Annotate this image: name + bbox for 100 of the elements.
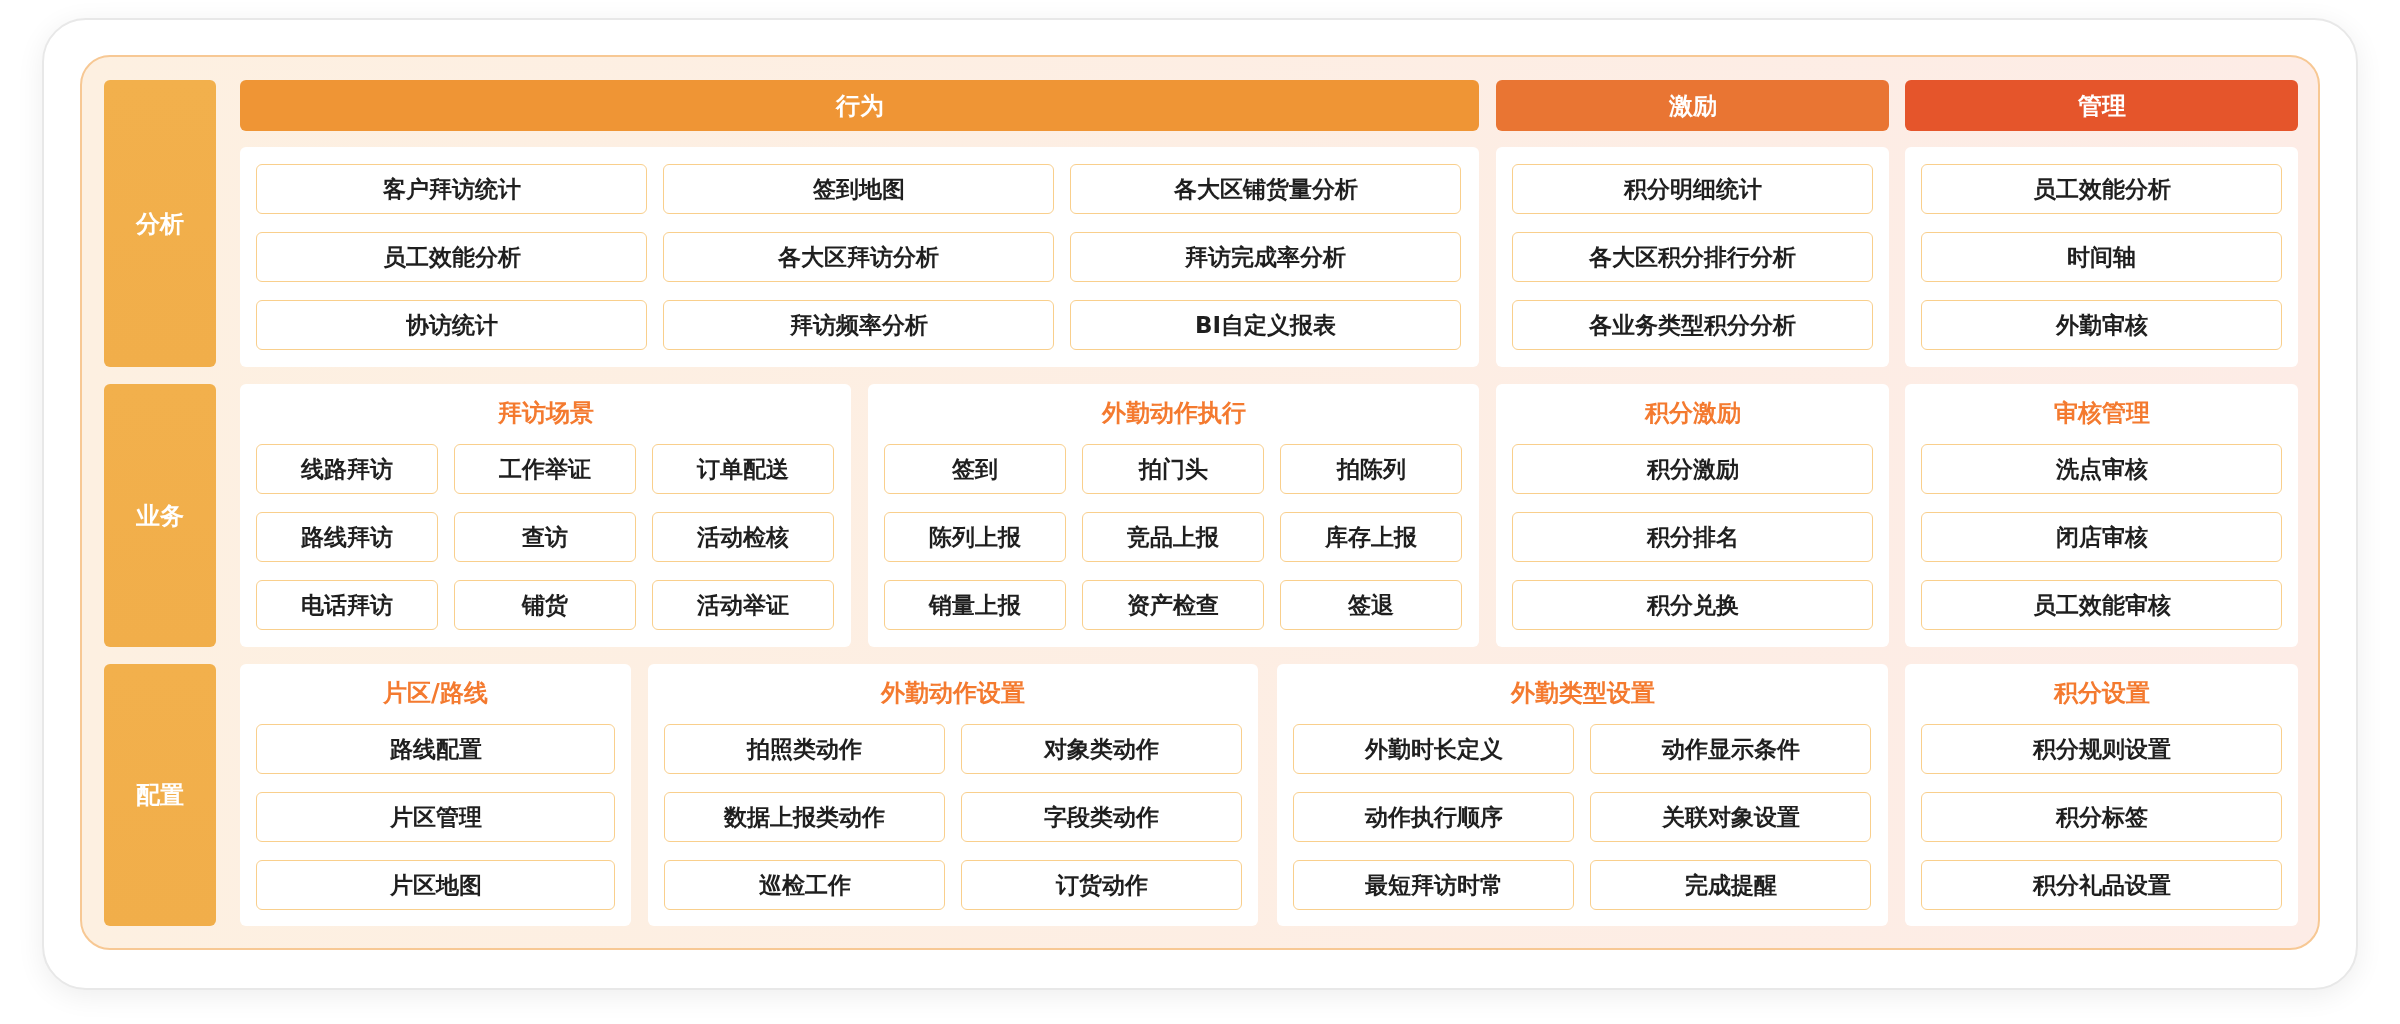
feature-box <box>652 580 834 630</box>
feature-box <box>454 580 636 630</box>
feature-box <box>1293 792 1574 842</box>
feature-box <box>1921 512 2282 562</box>
layer-label-box <box>104 384 216 647</box>
feature-label: 各业务类型积分分析 <box>1589 311 1796 339</box>
module-title: 片区/路线 <box>383 679 488 707</box>
feature-label: 动作显示条件 <box>1661 735 1800 763</box>
feature-box <box>1280 512 1462 562</box>
module-panel <box>240 384 851 647</box>
module-title: 积分设置 <box>2053 679 2150 707</box>
feature-label: 竞品上报 <box>1127 523 1219 551</box>
feature-box <box>1921 164 2282 214</box>
feature-label: 拜访频率分析 <box>789 311 928 339</box>
feature-label: 签到 <box>952 455 998 483</box>
feature-box <box>256 512 438 562</box>
feature-box <box>1921 300 2282 350</box>
layer-label: 分析 <box>136 209 184 238</box>
feature-label: 数据上报类动作 <box>724 803 885 831</box>
module-panel <box>1905 147 2298 367</box>
feature-label: 资产检查 <box>1127 591 1219 619</box>
module-title: 审核管理 <box>2053 399 2150 427</box>
feature-label: 积分激励 <box>1646 455 1739 483</box>
feature-box <box>663 300 1054 350</box>
feature-label: 员工效能审核 <box>2032 591 2171 619</box>
feature-label: 关联对象设置 <box>1661 803 1800 831</box>
feature-box <box>961 860 1242 910</box>
module-panel <box>240 147 1479 367</box>
feature-label: 电话拜访 <box>301 591 393 619</box>
module-title: 积分激励 <box>1644 399 1741 427</box>
feature-label: 闭店审核 <box>2055 523 2148 551</box>
category-header-label: 管理 <box>2077 91 2126 120</box>
feature-label: 陈列上报 <box>929 523 1021 551</box>
feature-label: 员工效能分析 <box>382 243 521 271</box>
category-header-bar <box>1496 80 1889 131</box>
feature-box <box>1512 300 1873 350</box>
feature-box <box>1921 860 2282 910</box>
module-title: 外勤动作设置 <box>881 679 1025 707</box>
feature-box <box>1512 580 1873 630</box>
feature-box <box>1921 792 2282 842</box>
feature-box <box>1070 300 1461 350</box>
feature-box <box>1293 860 1574 910</box>
feature-label: 拜访完成率分析 <box>1185 243 1346 271</box>
feature-label: 各大区铺货量分析 <box>1173 175 1358 203</box>
feature-box <box>256 792 615 842</box>
feature-label: 片区管理 <box>389 803 482 831</box>
feature-box <box>454 512 636 562</box>
feature-box <box>256 164 647 214</box>
feature-box <box>961 724 1242 774</box>
feature-box <box>884 580 1066 630</box>
feature-label: 库存上报 <box>1325 523 1417 551</box>
feature-label: 工作举证 <box>499 455 591 483</box>
feature-label: 积分规则设置 <box>2032 735 2171 763</box>
feature-box <box>961 792 1242 842</box>
feature-box <box>1293 724 1574 774</box>
feature-label: 洗点审核 <box>2055 455 2148 483</box>
feature-box <box>1280 444 1462 494</box>
module-panel <box>240 664 631 926</box>
feature-label: 查访 <box>522 523 568 551</box>
feature-label: 最短拜访时常 <box>1364 871 1503 899</box>
module-panel <box>1496 384 1889 647</box>
feature-label: 积分兑换 <box>1646 591 1739 619</box>
module-panel <box>1905 384 2298 647</box>
feature-label: 对象类动作 <box>1044 735 1159 763</box>
module-title: 拜访场景 <box>497 399 594 427</box>
feature-label: 活动检核 <box>697 523 789 551</box>
feature-box <box>1070 232 1461 282</box>
category-header-label: 激励 <box>1668 91 1717 120</box>
feature-box <box>664 792 945 842</box>
feature-label: 线路拜访 <box>301 455 393 483</box>
module-title: 外勤类型设置 <box>1510 679 1655 707</box>
feature-label: 路线配置 <box>389 735 482 763</box>
feature-label: 签退 <box>1348 591 1394 619</box>
feature-box <box>1512 164 1873 214</box>
feature-label: 订货动作 <box>1055 871 1148 899</box>
feature-box <box>1070 164 1461 214</box>
module-title: 外勤动作执行 <box>1101 399 1246 427</box>
feature-label: 外勤审核 <box>2055 311 2148 339</box>
feature-label: 协访统计 <box>405 311 498 339</box>
feature-box <box>1921 444 2282 494</box>
feature-label: 铺货 <box>522 591 568 619</box>
feature-box <box>664 860 945 910</box>
feature-box <box>256 860 615 910</box>
feature-box <box>1280 580 1462 630</box>
module-panel <box>868 384 1479 647</box>
feature-label: 片区地图 <box>389 871 482 899</box>
feature-box <box>1590 724 1871 774</box>
feature-box <box>1921 724 2282 774</box>
feature-box <box>884 444 1066 494</box>
feature-box <box>1082 580 1264 630</box>
feature-box <box>1921 232 2282 282</box>
feature-label: 动作执行顺序 <box>1364 803 1503 831</box>
feature-box <box>884 512 1066 562</box>
feature-label: 完成提醒 <box>1684 871 1777 899</box>
module-panel <box>1905 664 2298 926</box>
feature-box <box>1590 792 1871 842</box>
feature-label: 拍门头 <box>1138 455 1208 483</box>
feature-box <box>652 444 834 494</box>
feature-box <box>1512 444 1873 494</box>
module-panel <box>1496 147 1889 367</box>
